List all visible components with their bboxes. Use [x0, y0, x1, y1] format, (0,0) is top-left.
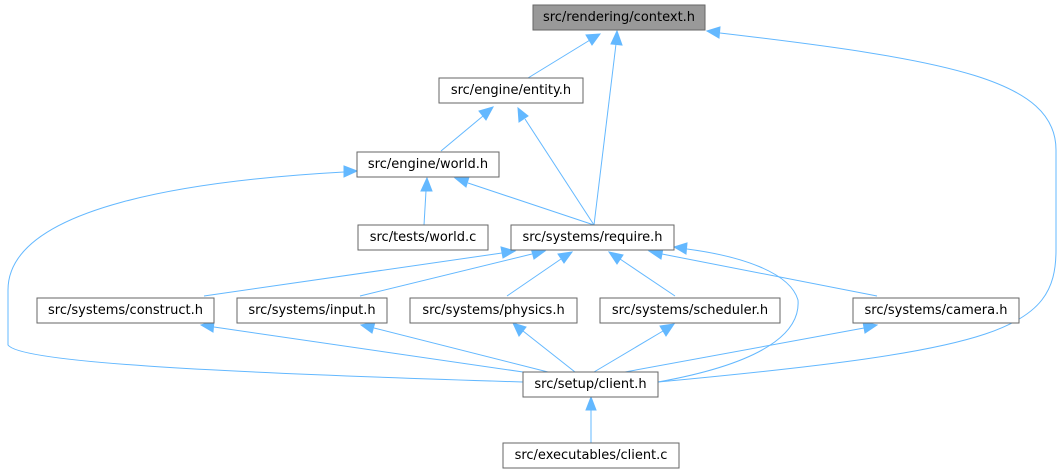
edge-clientc-to-client [585, 395, 597, 443]
edge-client-to-require [657, 242, 799, 383]
node-systems-scheduler-h[interactable]: src/systems/scheduler.h [599, 297, 781, 324]
node-systems-camera-h[interactable]: src/systems/camera.h [852, 297, 1020, 324]
node-label: src/systems/input.h [248, 303, 375, 318]
node-label: src/rendering/context.h [543, 10, 695, 25]
node-label: src/systems/camera.h [865, 303, 1008, 318]
node-label: src/systems/physics.h [422, 303, 564, 318]
node-setup-client-h[interactable]: src/setup/client.h [522, 371, 659, 398]
node-label: src/systems/construct.h [48, 303, 203, 318]
graph-edges [7, 26, 1057, 443]
node-systems-require-h[interactable]: src/systems/require.h [510, 224, 675, 251]
node-label: src/executables/client.c [515, 448, 668, 463]
edge-client-to-context [657, 26, 1057, 383]
edge-client-to-camera [624, 321, 879, 373]
edge-require-to-world [453, 176, 595, 226]
node-executables-client-c[interactable]: src/executables/client.c [502, 442, 680, 469]
edge-require-to-context [593, 29, 623, 226]
edge-client-to-construct [199, 320, 524, 373]
edge-input-to-require [359, 247, 547, 297]
edge-camera-to-require [647, 247, 878, 297]
node-systems-construct-h[interactable]: src/systems/construct.h [36, 297, 215, 324]
node-label: src/systems/scheduler.h [612, 303, 768, 318]
node-label: src/engine/entity.h [451, 83, 571, 98]
node-tests-world-c[interactable]: src/tests/world.c [357, 224, 489, 251]
node-engine-entity-h[interactable]: src/engine/entity.h [438, 77, 584, 104]
node-label: src/systems/require.h [522, 230, 662, 245]
node-label: src/tests/world.c [370, 230, 477, 245]
edge-client-to-scheduler [593, 323, 676, 373]
graph-nodes: src/rendering/context.h src/engine/entit… [36, 4, 1020, 469]
edge-physics-to-require [506, 251, 574, 297]
node-label: src/engine/world.h [368, 157, 488, 172]
node-systems-physics-h[interactable]: src/systems/physics.h [409, 297, 578, 324]
edge-scheduler-to-require [607, 251, 676, 297]
edge-client-to-world [7, 165, 524, 383]
node-systems-input-h[interactable]: src/systems/input.h [236, 297, 388, 324]
edge-construct-to-require [203, 246, 517, 297]
node-engine-world-h[interactable]: src/engine/world.h [356, 151, 500, 178]
node-rendering-context-h: src/rendering/context.h [532, 4, 706, 31]
edge-worldc-to-world [420, 176, 433, 226]
edge-world-to-entity [440, 106, 495, 152]
edge-require-to-entity [517, 106, 595, 226]
edge-client-to-physics [512, 322, 576, 373]
node-label: src/setup/client.h [534, 377, 646, 392]
edge-entity-to-context [527, 33, 602, 79]
